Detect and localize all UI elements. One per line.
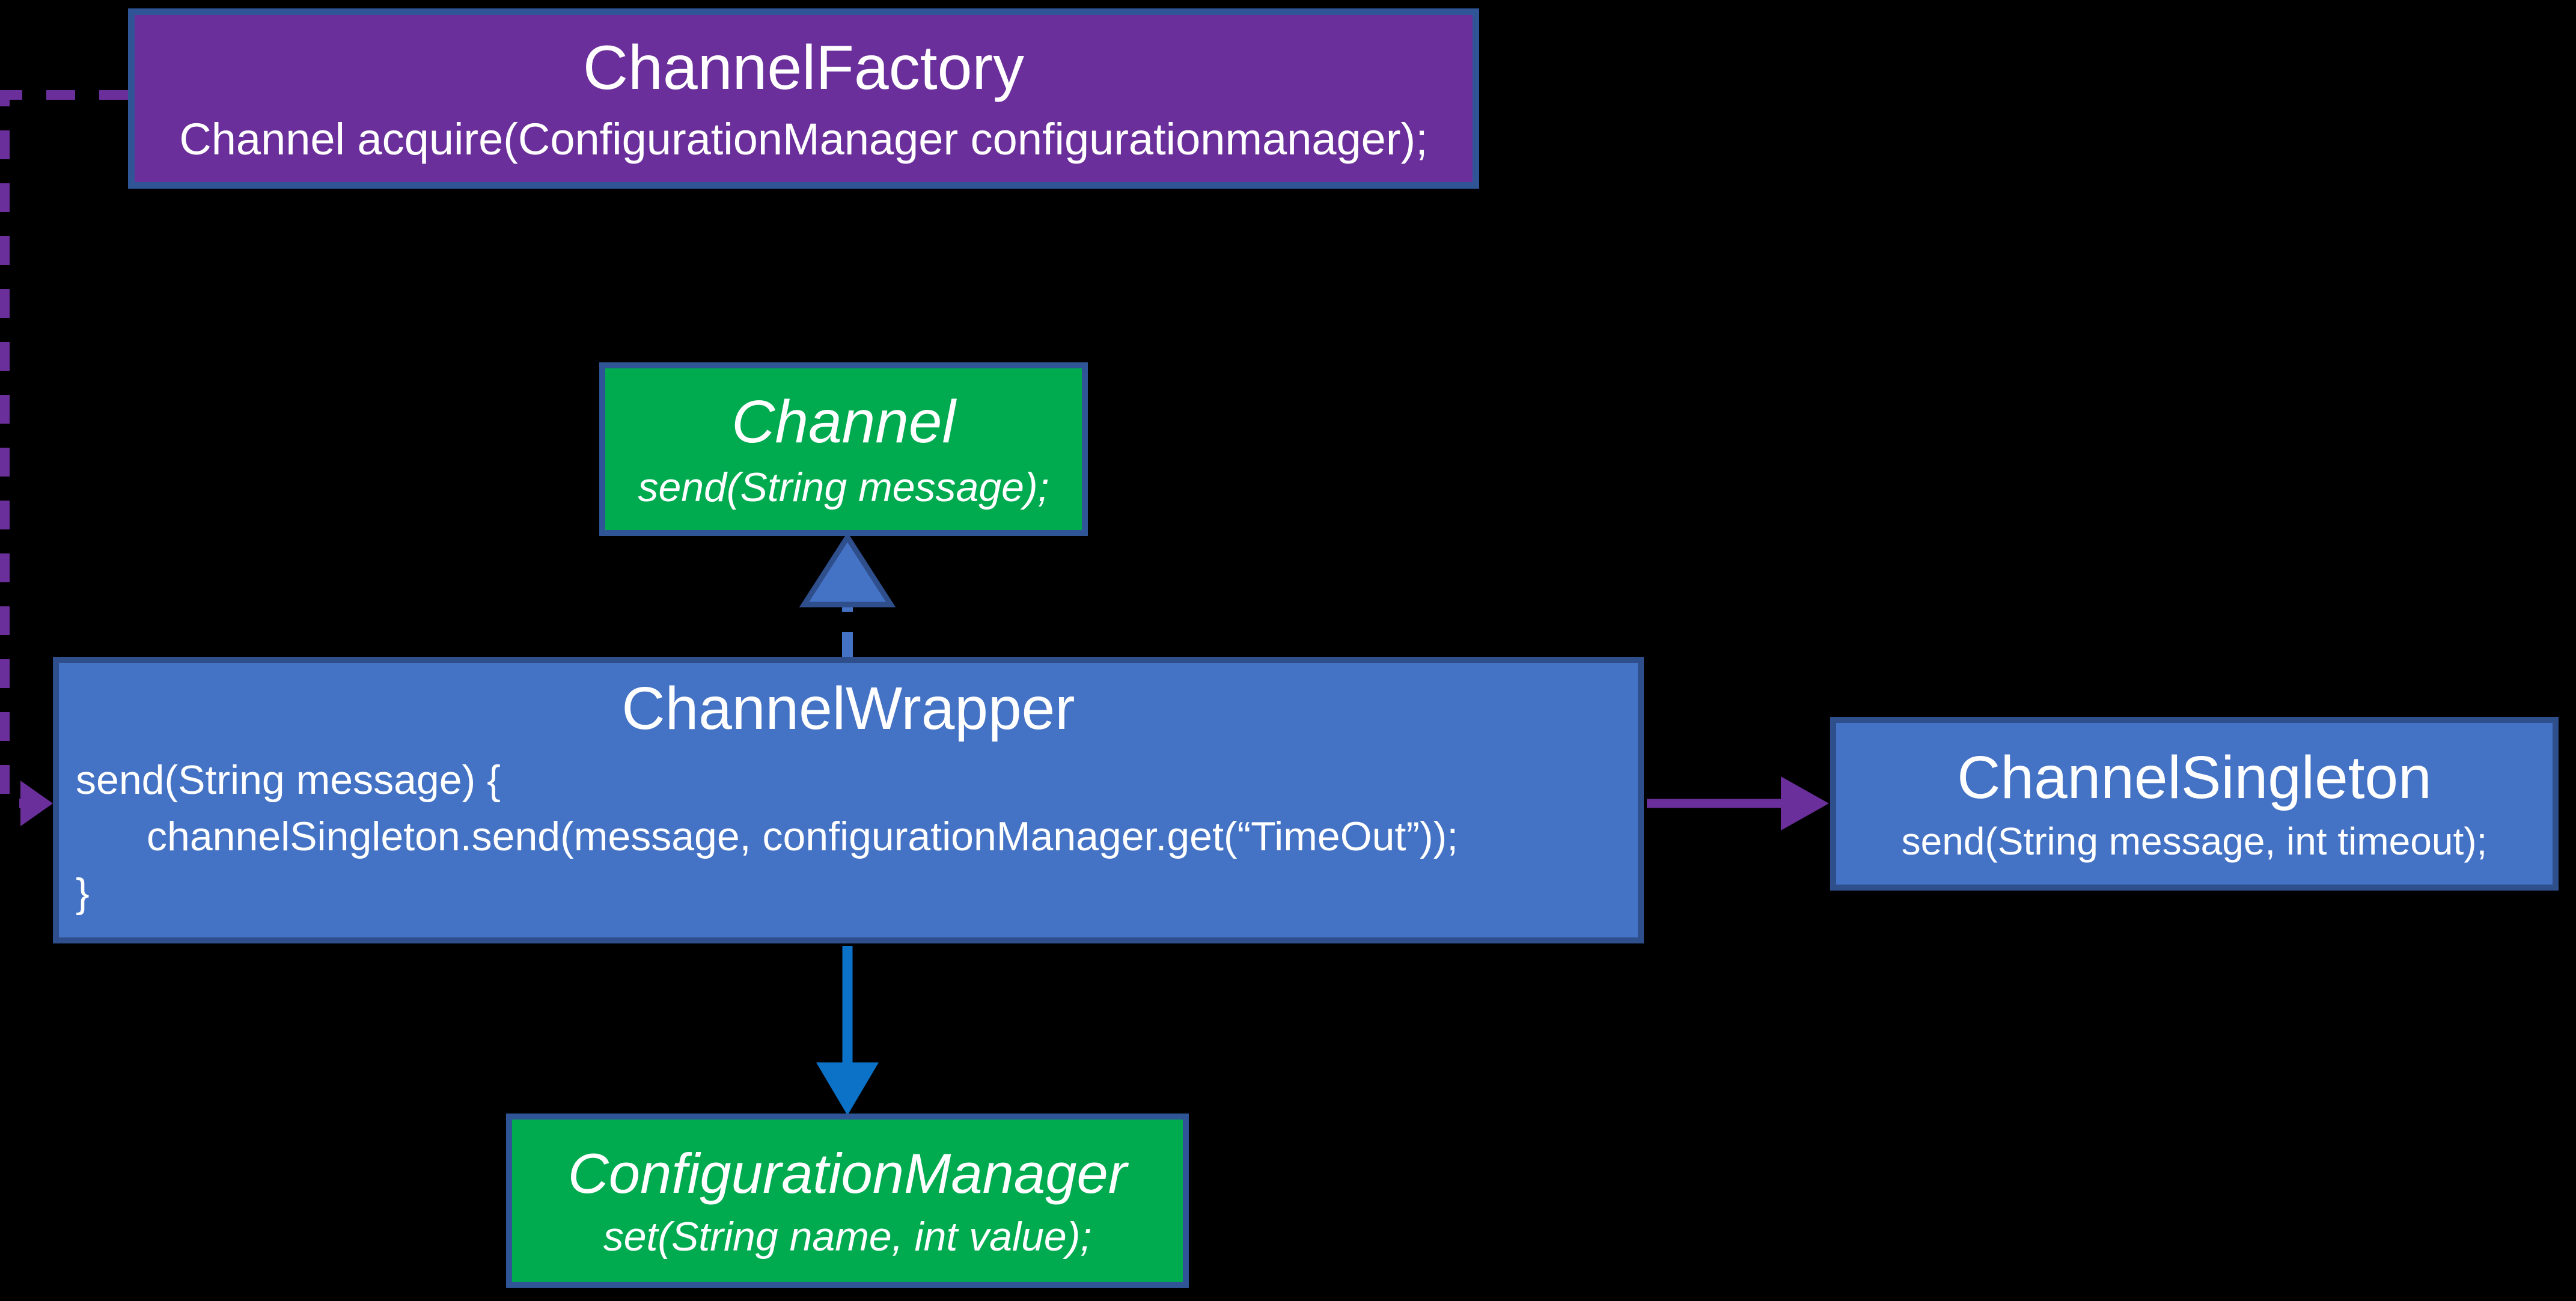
class-box-channelwrapper: ChannelWrapper send(String message) { ch… xyxy=(53,657,1644,943)
dependency-channelfactory-to-channelwrapper-arrowhead xyxy=(20,781,53,826)
channelwrapper-code-line: } xyxy=(76,870,90,916)
class-box-configurationmanager: ConfigurationManager set(String name, in… xyxy=(506,1114,1189,1288)
channel-title: Channel xyxy=(731,388,956,456)
association-channelwrapper-to-channelsingleton-arrowhead xyxy=(1781,776,1829,830)
class-box-channelsingleton: ChannelSingleton send(String message, in… xyxy=(1830,717,2559,891)
channelsingleton-method: send(String message, int timeout); xyxy=(1901,820,2488,864)
channel-method: send(String message); xyxy=(638,464,1049,510)
association-channelwrapper-to-configurationmanager-arrowhead xyxy=(816,1062,879,1115)
channelsingleton-title: ChannelSingleton xyxy=(1957,744,2432,812)
channelwrapper-code-line: channelSingleton.send(message, configura… xyxy=(147,813,1459,859)
channelwrapper-title: ChannelWrapper xyxy=(621,675,1075,742)
realization-channelwrapper-to-channel-arrowhead xyxy=(799,532,896,608)
channelfactory-method: Channel acquire(ConfigurationManager con… xyxy=(179,114,1428,164)
class-box-channelfactory: ChannelFactory Channel acquire(Configura… xyxy=(128,8,1479,189)
configurationmanager-method: set(String name, int value); xyxy=(603,1213,1092,1260)
channelfactory-title: ChannelFactory xyxy=(582,32,1025,103)
configurationmanager-title: ConfigurationManager xyxy=(567,1142,1128,1205)
channelwrapper-code-line: send(String message) { xyxy=(76,757,501,803)
class-box-channel: Channel send(String message); xyxy=(599,362,1088,536)
